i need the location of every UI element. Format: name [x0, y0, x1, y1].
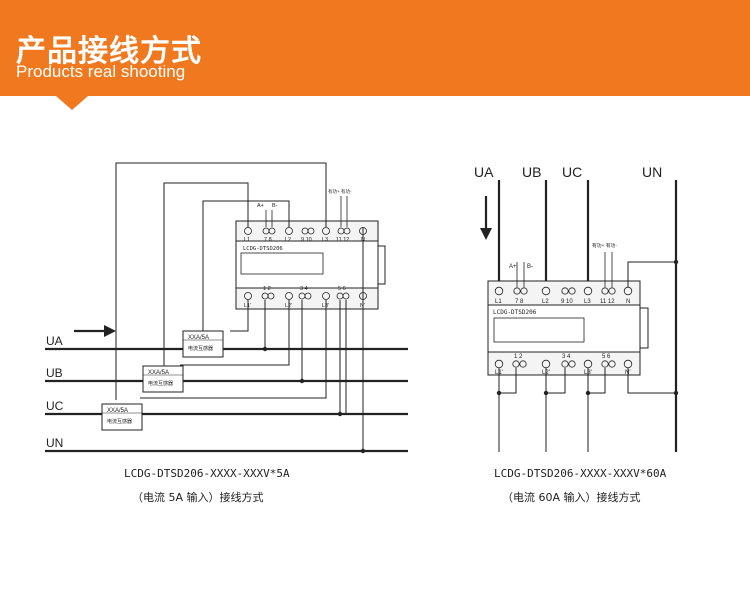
ct-a-rating: XXA/5A	[188, 335, 209, 341]
left-label-un: UN	[46, 436, 63, 450]
left-meter-model: LCDG-DTSD206	[243, 246, 283, 252]
right-pulse-b-label: B-	[527, 264, 533, 270]
right-direction-arrow	[480, 196, 492, 240]
left-top-terminal-l3: L3	[322, 237, 328, 243]
ct-a	[182, 330, 224, 358]
meter-left	[235, 220, 386, 310]
left-label-ua: UA	[46, 334, 63, 348]
ct-c-name: 电流互感器	[107, 418, 132, 425]
ct-b-rating: XXA/5A	[148, 370, 169, 376]
left-pulse-a-label: A+	[257, 203, 264, 209]
right-pulse-a-label: A+	[509, 264, 517, 270]
banner-notch	[56, 96, 88, 110]
left-top-terminal-78: 7 8	[264, 237, 272, 243]
left-label-ub: UB	[46, 366, 63, 380]
left-bottom-terminal-34: 3 4	[300, 286, 308, 292]
right-top-terminal-l2: L2	[542, 299, 549, 305]
right-wiring-diagram: L1 7 8 L2 9 10 L3 11 12 N L1' 1 2 L2' 3 …	[474, 164, 679, 452]
right-bottom-terminal-56: 5 6	[602, 354, 611, 360]
right-top-terminal-n: N	[626, 299, 630, 305]
right-comm-label: 有功+ 有功-	[592, 242, 617, 249]
right-label-ua: UA	[474, 164, 494, 180]
left-top-terminal-910: 9 10	[301, 237, 312, 243]
right-top-terminal-l1: L1	[495, 299, 502, 305]
left-caption-desc: （电流 5A 输入）接线方式	[132, 491, 264, 504]
right-label-un: UN	[642, 164, 662, 180]
left-label-uc: UC	[46, 399, 64, 413]
wire-uc-voltage	[115, 162, 327, 400]
ct-b-name: 电流互感器	[148, 380, 173, 387]
right-top-terminal-l3: L3	[584, 299, 591, 305]
right-top-terminal-1112: 11 12	[600, 299, 615, 305]
left-top-terminal-l2: L2	[285, 237, 291, 243]
meter-right	[487, 280, 649, 376]
left-top-terminal-1112: 11 12	[336, 237, 349, 243]
right-label-ub: UB	[522, 164, 541, 180]
ct-b	[142, 365, 184, 393]
right-label-uc: UC	[562, 164, 582, 180]
left-wiring-diagram: L1 7 8 L2 9 10 L3 11 12 N L1' 1 2 L2' 3 …	[45, 162, 408, 454]
right-top-terminal-910: 9 10	[561, 299, 573, 305]
right-caption-desc: （电流 60A 输入）接线方式	[502, 491, 641, 504]
right-caption-model: LCDG-DTSD206-XXXX-XXXV*60A	[494, 467, 667, 480]
header-banner	[0, 0, 750, 96]
left-caption-model: LCDG-DTSD206-XXXX-XXXV*5A	[124, 467, 290, 480]
ct-c	[101, 403, 143, 431]
left-pulse-b-label: B-	[272, 203, 278, 209]
page-title: 产品接线方式	[16, 34, 202, 69]
right-meter-model: LCDG-DTSD206	[493, 309, 537, 316]
ct-c-rating: XXA/5A	[107, 408, 128, 414]
left-top-terminal-l1: L1	[244, 237, 250, 243]
page-subtitle: Products real shooting	[16, 62, 186, 81]
left-comm-label: 有功+ 有功-	[328, 188, 352, 195]
right-top-terminal-78: 7 8	[515, 299, 524, 305]
right-bottom-terminal-12: 1 2	[514, 354, 523, 360]
ct-a-name: 电流互感器	[188, 345, 213, 352]
right-bottom-terminal-34: 3 4	[562, 354, 571, 360]
wire-ub-voltage	[202, 200, 290, 332]
direction-arrow	[74, 325, 116, 337]
left-bottom-terminal-56: 5 6	[338, 286, 346, 292]
left-bottom-terminal-12: 1 2	[263, 286, 271, 292]
wire-ua-voltage	[163, 182, 249, 367]
